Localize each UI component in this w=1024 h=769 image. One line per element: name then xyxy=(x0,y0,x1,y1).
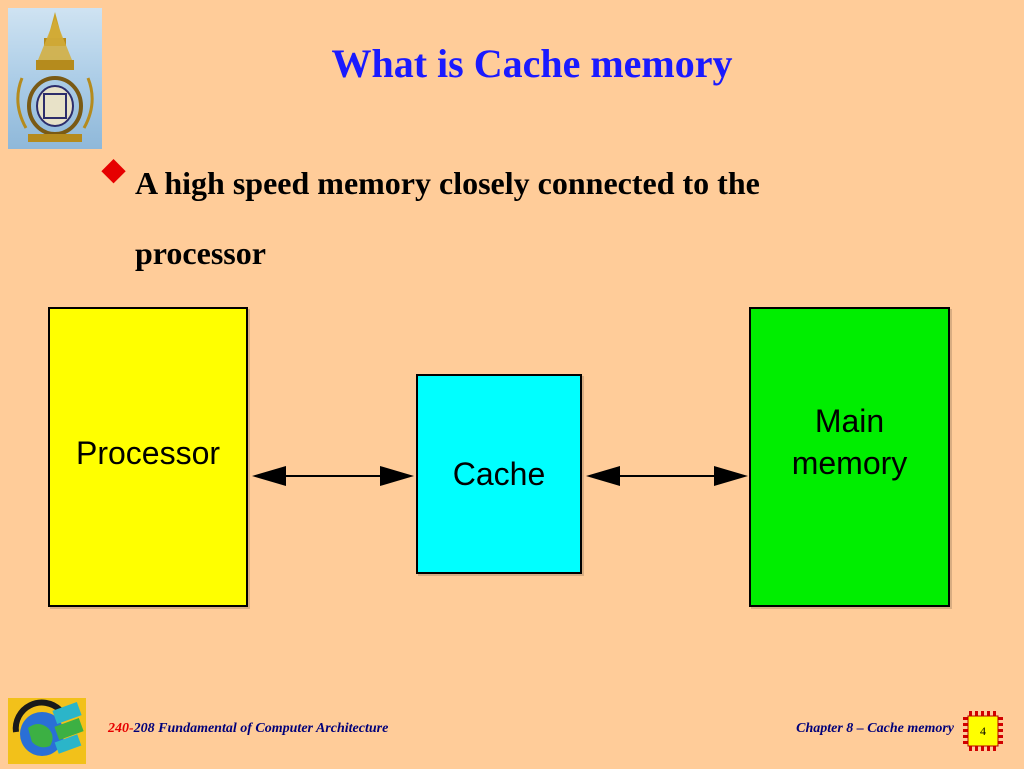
processor-label: Processor xyxy=(75,434,221,471)
main-memory-label-line2: memory xyxy=(791,445,908,481)
arrow-cache-main-memory xyxy=(586,466,748,486)
bullet-point: ◆ A high speed memory closely connected … xyxy=(102,148,882,288)
footer-course-title: 240-208 Fundamental of Computer Architec… xyxy=(108,721,388,737)
course-title-rest: 208 Fundamental of Computer Architecture xyxy=(133,721,389,736)
cache-label: Cache xyxy=(452,455,546,492)
course-code-prefix: 240- xyxy=(108,721,134,736)
arrow-processor-cache xyxy=(252,466,414,486)
diamond-bullet-icon: ◆ xyxy=(102,153,126,186)
emblem-graphic xyxy=(16,12,94,142)
course-logo xyxy=(8,698,86,764)
main-memory-box: Main memory xyxy=(749,307,950,607)
chip-icon xyxy=(963,711,1003,751)
processor-box: Processor xyxy=(48,307,248,607)
cache-box: Cache xyxy=(416,374,582,574)
university-emblem-logo xyxy=(8,8,102,149)
slide-title: What is Cache memory xyxy=(331,41,733,86)
page-number: 4 xyxy=(980,723,986,738)
globe-logo-icon xyxy=(12,699,84,756)
main-memory-label-line1: Main xyxy=(814,403,885,439)
bullet-text: A high speed memory closely connected to… xyxy=(135,165,760,271)
footer-chapter: Chapter 8 – Cache memory xyxy=(796,721,954,736)
